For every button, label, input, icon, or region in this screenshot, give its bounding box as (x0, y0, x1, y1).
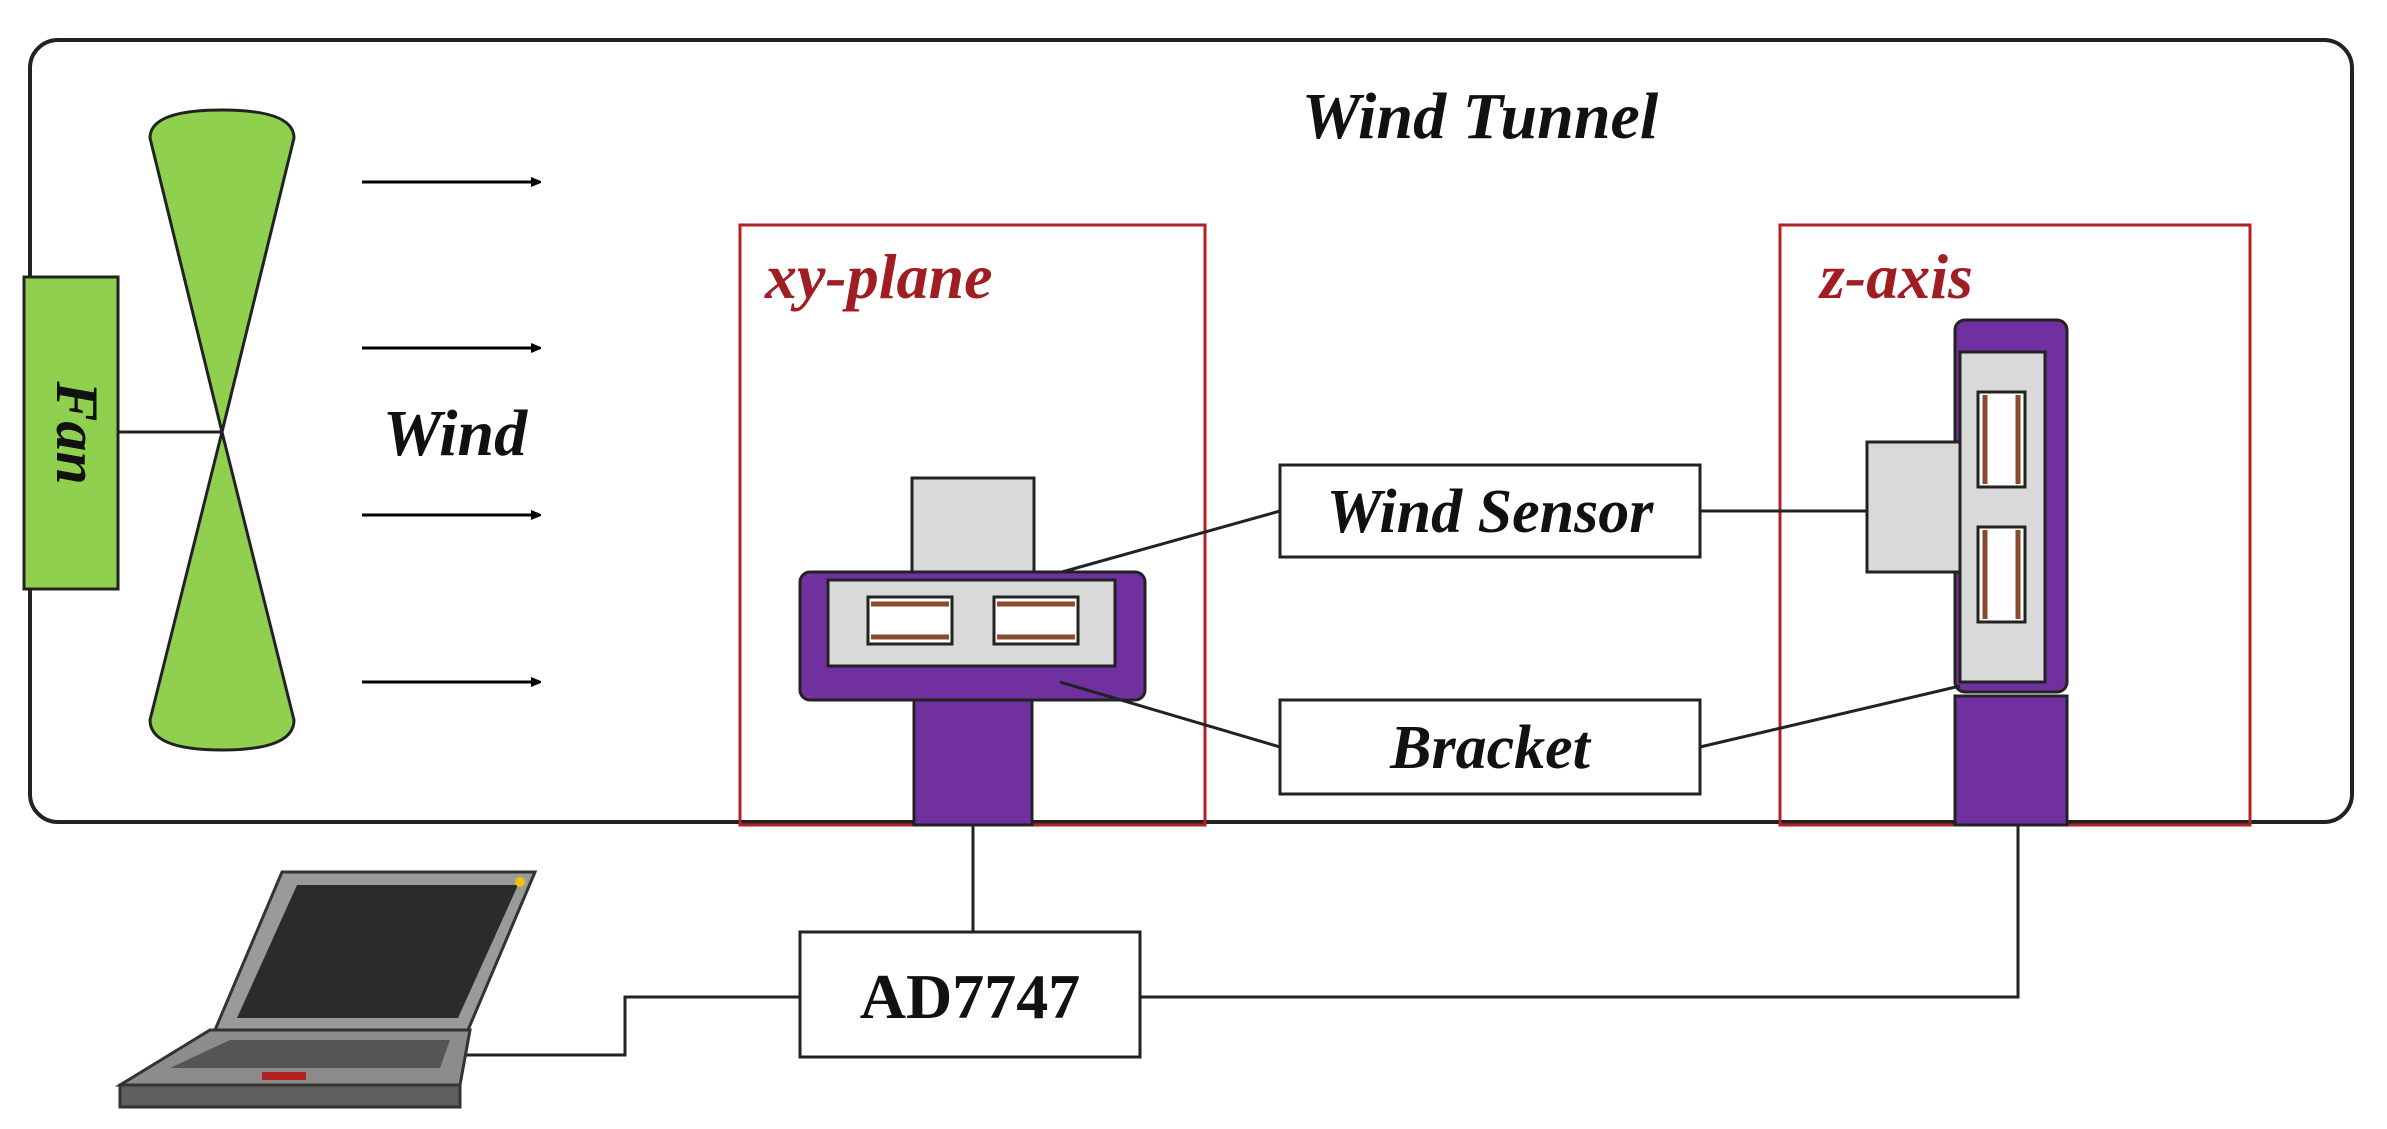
fan-motor (22, 275, 120, 591)
laptop-icon (114, 870, 538, 1109)
xy-bracket-post (912, 688, 1034, 827)
wind-tunnel-title: Wind Tunnel (1302, 80, 1659, 153)
laptop-keyboard (170, 1040, 450, 1068)
bracket-leader-z (1699, 684, 1961, 749)
sensor-leader-xy (1061, 509, 1281, 574)
z-axis-label: z-axis (1818, 241, 1973, 312)
bracket-callout-box (1278, 698, 1702, 796)
xy-plane-label: xy-plane (764, 241, 993, 312)
ad7747-label: AD7747 (860, 961, 1080, 1032)
bracket-callout-label: Bracket (1389, 714, 1592, 782)
wire-z-to-ad7747 (1140, 825, 2020, 999)
laptop-screen (237, 885, 518, 1018)
wind-sensor-callout-label: Wind Sensor (1327, 478, 1655, 546)
z-bracket-post (1953, 694, 2069, 827)
wind-sensor-callout-box (1278, 463, 1702, 559)
fan-blade-bottom (148, 431, 296, 752)
ad7747-box (798, 930, 1142, 1059)
laptop-touchpad (262, 1072, 306, 1080)
bracket-leader-xy (1059, 680, 1281, 749)
laptop-power-light (515, 877, 525, 887)
fan-label: Fan (44, 380, 110, 484)
wind-label: Wind (383, 397, 528, 470)
fan-blade-top (148, 108, 296, 433)
z-sensor-block (1865, 440, 1962, 574)
laptop-front-edge (118, 1083, 462, 1109)
wire-ad7747-to-laptop (460, 995, 800, 1057)
